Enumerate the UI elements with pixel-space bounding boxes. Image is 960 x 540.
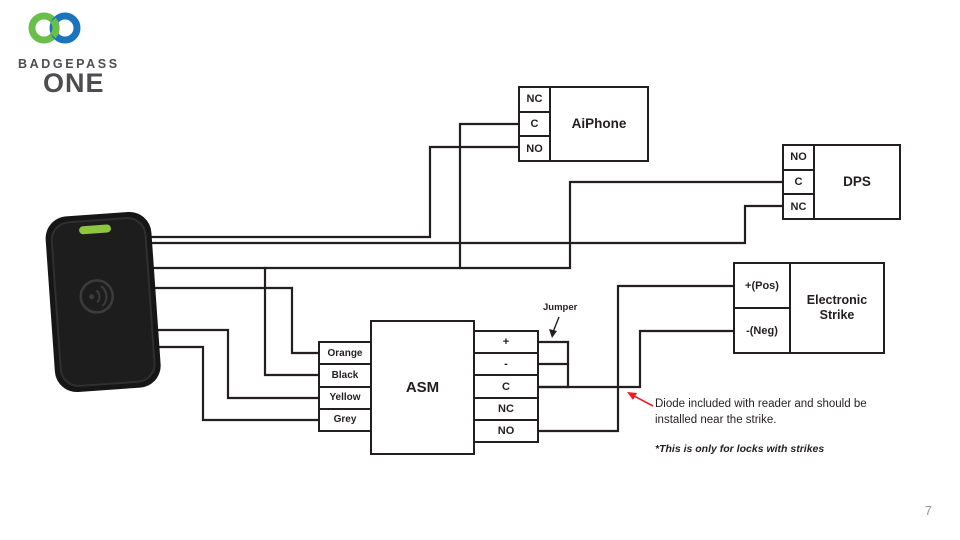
strike-terminal-neg: -(Neg) xyxy=(735,307,789,352)
asm-right-terminal-block: + - C NC NO xyxy=(473,330,539,443)
card-reader xyxy=(45,211,161,392)
asm-terminal-plus: + xyxy=(502,336,510,349)
green-wire xyxy=(148,145,523,239)
electronic-strike-box: Electronic Strike xyxy=(789,262,885,354)
asm-terminal-grey: Grey xyxy=(320,407,370,430)
dps-terminal-block: NO C NC xyxy=(782,144,815,220)
logo-product-text: ONE xyxy=(43,68,105,98)
jumper-wire xyxy=(535,340,570,389)
jumper-arrow xyxy=(549,316,560,338)
blue-wire xyxy=(148,204,787,245)
aiphone-terminal-c: C xyxy=(520,110,549,136)
asm-terminal-no: NO xyxy=(475,418,537,441)
page-number: 7 xyxy=(924,503,932,518)
aiphone-terminal-no: NO xyxy=(520,135,549,160)
black-wire-dps-c xyxy=(138,180,787,270)
reader-led xyxy=(79,224,112,235)
grey-wire xyxy=(138,345,323,422)
asm-terminal-orange: Orange xyxy=(327,347,363,359)
diode-note-arrow xyxy=(627,392,654,407)
logo-brand-text: BADGEPASS xyxy=(18,57,120,71)
black-wire-asm xyxy=(263,266,323,377)
dps-terminal-nc: NC xyxy=(784,193,813,218)
badgepass-logo: BADGEPASS ONE xyxy=(18,8,120,99)
asm-terminal-minus: - xyxy=(475,352,537,374)
asm-terminal-nc: NC xyxy=(475,396,537,419)
asm-box: ASM xyxy=(370,320,475,455)
asm-terminal-common: C xyxy=(475,374,537,396)
aiphone-terminal-nc: NC xyxy=(526,93,543,106)
yellow-wire xyxy=(140,328,323,400)
jumper-label: Jumper xyxy=(543,302,578,313)
orange-wire xyxy=(143,286,323,355)
aiphone-box: AiPhone xyxy=(549,86,649,162)
asm-terminal-yellow: Yellow xyxy=(320,385,370,408)
aiphone-terminal-block: NC C NO xyxy=(518,86,551,162)
dps-box: DPS xyxy=(813,144,901,220)
black-wire-strike-neg xyxy=(535,329,738,389)
badgepass-logo-icon xyxy=(28,12,81,44)
dps-terminal-c: C xyxy=(784,168,813,194)
asm-left-terminal-block: Orange Black Yellow Grey xyxy=(318,341,372,432)
strike-terminal-pos: +(Pos) xyxy=(745,279,779,292)
contactless-icon xyxy=(79,279,114,314)
black-wire-aiphone-c xyxy=(458,122,523,270)
strike-only-note: *This is only for locks with strikes xyxy=(655,443,825,455)
dps-terminal-no: NO xyxy=(790,151,807,164)
strike-terminal-block: +(Pos) -(Neg) xyxy=(733,262,791,354)
diode-note: Diode included with reader and should be… xyxy=(655,398,867,426)
asm-terminal-black: Black xyxy=(320,363,370,385)
red-wire-strike-pos xyxy=(535,284,738,433)
